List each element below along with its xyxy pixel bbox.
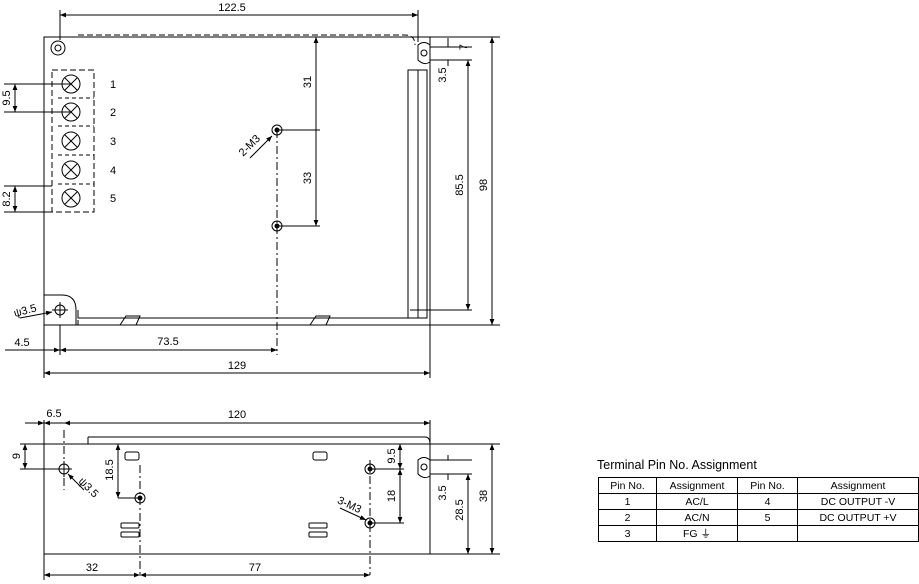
table-row: 3 FG ⏚ <box>598 525 919 542</box>
table-cell: 5 <box>737 509 798 526</box>
screw-hole-icon <box>364 463 376 475</box>
dim-side-right-hole-top: 9.5 <box>386 448 398 463</box>
table-cell: 2 <box>598 509 657 526</box>
table-cell: 4 <box>737 493 798 510</box>
dim-terminal-spacing: 8.2 <box>1 191 13 206</box>
terminal-number: 4 <box>110 165 116 177</box>
screw-hole-icon <box>364 517 376 529</box>
table-row: 2 AC/N 5 DC OUTPUT +V <box>598 509 919 526</box>
top-view-outline <box>43 36 431 326</box>
table-cell: 1 <box>598 493 657 510</box>
dim-inner-height: 85.5 <box>454 174 466 195</box>
top-view <box>4 10 500 378</box>
top-view-bottom-rail <box>77 310 410 319</box>
side-view-outline <box>43 443 431 555</box>
dim-side-offset: 3.5 <box>437 67 449 82</box>
terminal-screw-icon <box>61 131 81 151</box>
terminal-screws <box>61 74 81 208</box>
dim-hole-vertical-top: 31 <box>302 76 314 88</box>
left-mount-boss <box>44 294 77 325</box>
table-header: Assignment <box>656 477 738 494</box>
screw-hole-icon <box>134 492 146 504</box>
top-view-inner-dashed <box>78 34 416 46</box>
callout-side-mount-hole: ψ3.5 <box>76 475 101 500</box>
dim-side-hole-height: 9 <box>11 453 23 459</box>
table-cell: FG ⏚ <box>656 525 738 542</box>
screw-hole-icons <box>52 124 283 318</box>
terminal-screw-icon <box>61 74 81 94</box>
top-left-screw-icon <box>50 40 66 56</box>
dim-side-inner-height: 28.5 <box>454 499 466 520</box>
dim-hole-x-offset: 73.5 <box>157 336 178 348</box>
dim-side-overall-height: 38 <box>478 490 490 502</box>
table-header: Assignment <box>797 477 919 494</box>
dim-side-hole-drop: 18.5 <box>104 459 116 480</box>
table-cell: 3 <box>598 525 657 542</box>
dim-side-left-offset: 6.5 <box>46 408 61 420</box>
terminal-screw-icon <box>61 102 81 122</box>
callout-mount-hole: ψ3.5 <box>12 302 37 320</box>
terminal-number: 3 <box>110 136 116 148</box>
callout-screw-holes: 2-M3 <box>237 133 263 159</box>
table-cell: AC/L <box>656 493 738 510</box>
table-cell: DC OUTPUT -V <box>797 493 919 510</box>
terminal-screw-icon <box>61 160 81 180</box>
screw-hole-icon <box>271 220 283 232</box>
terminal-block <box>51 69 95 213</box>
terminal-screw-icon <box>61 188 81 208</box>
dim-side-right-hole-gap: 18 <box>386 490 398 502</box>
table-row: 1 AC/L 4 DC OUTPUT -V <box>598 493 919 510</box>
dim-left-offset: 4.5 <box>14 337 29 349</box>
pin-table-title: Terminal Pin No. Assignment <box>597 458 757 472</box>
dim-side-bottom-left: 32 <box>86 562 98 574</box>
pin-table: Pin No. Assignment Pin No. Assignment 1 … <box>598 477 919 542</box>
table-cell: AC/N <box>656 509 738 526</box>
terminal-number: 5 <box>110 193 116 205</box>
side-view <box>20 420 500 580</box>
dim-side-width: 120 <box>228 409 246 421</box>
dim-side-offset: 3.5 <box>437 485 449 500</box>
dim-top-hole-offset: 7 <box>458 44 470 50</box>
dim-overall-width: 122.5 <box>218 2 246 14</box>
top-right-notch <box>417 42 431 65</box>
table-header-row: Pin No. Assignment Pin No. Assignment <box>598 477 919 494</box>
table-cell: DC OUTPUT +V <box>797 509 919 526</box>
mount-hole-icon <box>56 461 72 477</box>
dim-overall-height: 98 <box>478 179 490 191</box>
table-header: Pin No. <box>737 477 798 494</box>
dim-terminal-pitch: 9.5 <box>1 90 13 105</box>
table-header: Pin No. <box>598 477 657 494</box>
dim-overall-length: 129 <box>228 360 246 372</box>
terminal-number: 2 <box>110 107 116 119</box>
mount-hole-icon <box>52 302 68 318</box>
screw-hole-icon <box>271 124 283 136</box>
side-screw-holes <box>56 461 376 529</box>
dim-hole-vertical-mid: 33 <box>302 172 314 184</box>
dim-side-bottom-right: 77 <box>249 562 261 574</box>
table-cell <box>797 525 919 542</box>
table-cell <box>737 525 798 542</box>
terminal-number: 1 <box>110 79 116 91</box>
